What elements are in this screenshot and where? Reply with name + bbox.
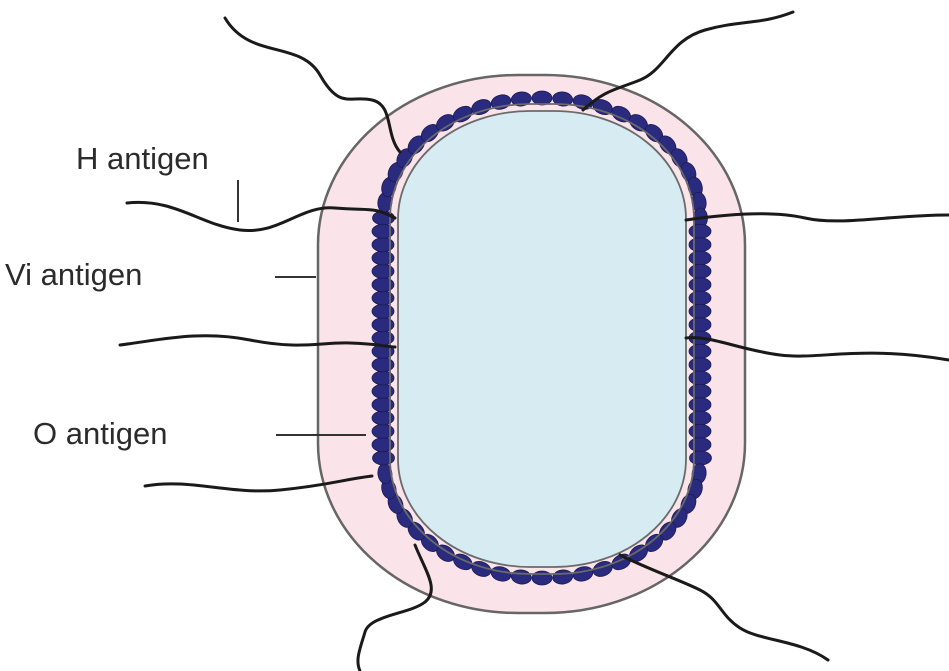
o-antigen-bead (689, 411, 711, 425)
o-antigen-bead (373, 451, 395, 465)
o-antigen-bead (689, 264, 711, 278)
o-antigen-bead (689, 384, 711, 398)
o-antigen-bead (690, 451, 712, 465)
o-antigen-bead (689, 424, 711, 438)
vi-antigen-label: Vi antigen (5, 259, 142, 290)
o-antigen-bead (689, 278, 711, 292)
flagellum-bottom-right (620, 555, 828, 660)
o-antigen-bead (689, 304, 711, 318)
h-antigen-label: H antigen (76, 143, 209, 174)
o-antigen-label: O antigen (33, 418, 167, 449)
o-antigen-bead (689, 398, 711, 412)
o-antigen-bead (689, 224, 711, 238)
o-antigen-bead (689, 358, 711, 372)
o-antigen-bead (532, 91, 552, 105)
o-antigen-bead (689, 318, 711, 332)
cytoplasm (398, 111, 686, 567)
o-antigen-bead (689, 251, 711, 265)
o-antigen-bead (689, 238, 711, 252)
o-antigen-bead (689, 291, 711, 305)
o-antigen-bead (689, 344, 711, 358)
o-antigen-bead (689, 371, 711, 385)
o-antigen-bead (689, 438, 711, 452)
